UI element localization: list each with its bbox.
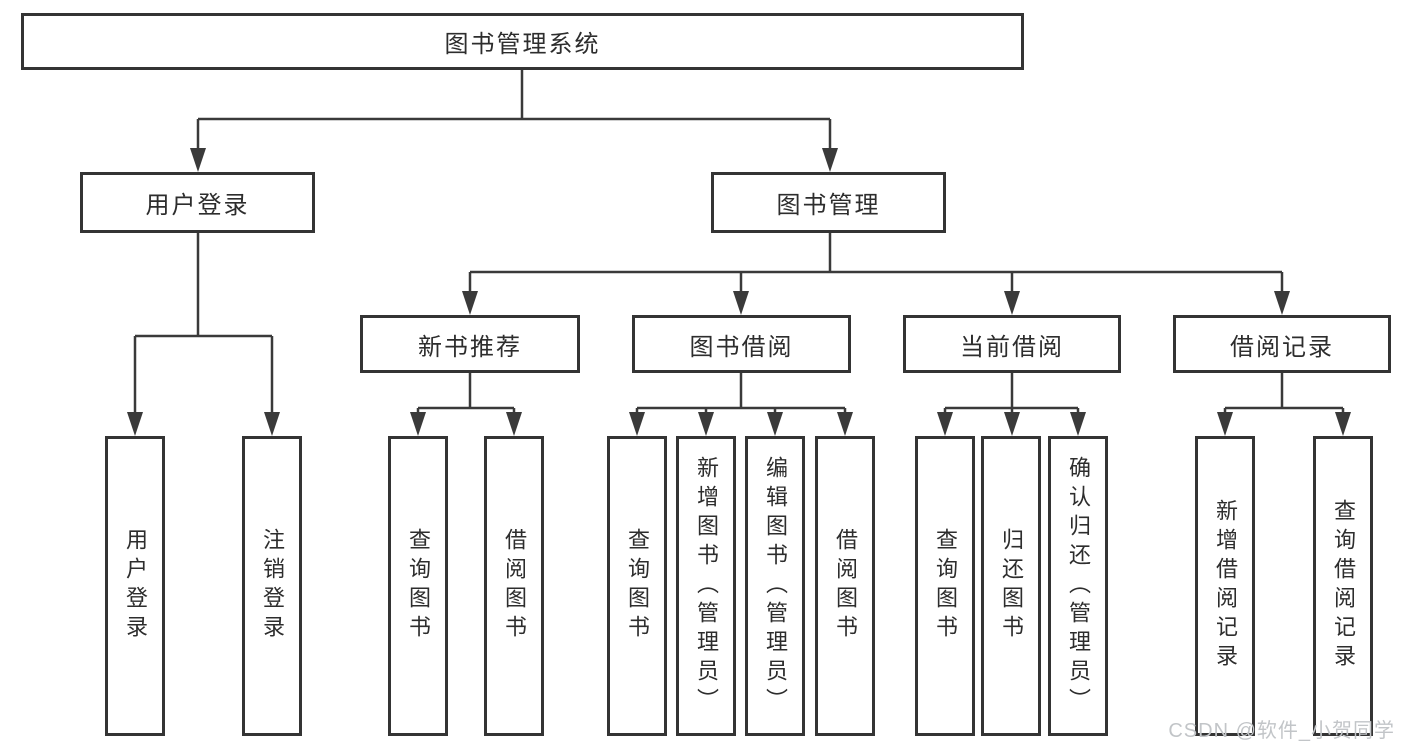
leaf-query-books-recommend-label: 查询图书 xyxy=(406,528,431,644)
leaf-edit-books-admin-label: 编辑图书（管理员） xyxy=(763,455,788,717)
leaf-query-books-recommend: 查询图书 xyxy=(388,436,448,736)
leaf-logout-login: 注销登录 xyxy=(242,436,302,736)
node-library-system: 图书管理系统 xyxy=(21,13,1024,70)
node-book-borrowing-label: 图书借阅 xyxy=(689,333,794,361)
watermark: CSDN @软件_小贺同学 xyxy=(1168,720,1395,742)
leaf-borrow-books-borrowing-label: 借阅图书 xyxy=(833,528,858,644)
leaf-edit-books-admin: 编辑图书（管理员） xyxy=(745,436,805,736)
node-user-login: 用户登录 xyxy=(80,172,315,233)
leaf-add-borrow-record: 新增借阅记录 xyxy=(1195,436,1255,736)
node-book-management-label: 图书管理 xyxy=(776,192,881,219)
node-borrow-records: 借阅记录 xyxy=(1173,315,1391,373)
tree-edges xyxy=(133,70,1345,414)
leaf-query-borrow-record: 查询借阅记录 xyxy=(1313,436,1373,736)
leaf-query-books-current-label: 查询图书 xyxy=(933,528,958,644)
node-new-book-recommend-label: 新书推荐 xyxy=(418,333,522,361)
leaf-borrow-books-recommend-label: 借阅图书 xyxy=(502,528,527,644)
leaf-confirm-return-admin-label: 确认归还（管理员） xyxy=(1066,455,1091,717)
node-book-management: 图书管理 xyxy=(711,172,946,233)
node-user-login-label: 用户登录 xyxy=(145,192,250,219)
node-current-borrowing: 当前借阅 xyxy=(903,315,1121,373)
node-new-book-recommend: 新书推荐 xyxy=(360,315,580,373)
leaf-user-login: 用户登录 xyxy=(105,436,165,736)
leaf-borrow-books-recommend: 借阅图书 xyxy=(484,436,544,736)
leaf-add-borrow-record-label: 新增借阅记录 xyxy=(1213,499,1238,673)
leaf-add-books-admin: 新增图书（管理员） xyxy=(676,436,736,736)
leaf-borrow-books-borrowing: 借阅图书 xyxy=(815,436,875,736)
leaf-add-books-admin-label: 新增图书（管理员） xyxy=(694,455,719,717)
leaf-query-books-borrowing-label: 查询图书 xyxy=(625,528,650,644)
leaf-confirm-return-admin: 确认归还（管理员） xyxy=(1048,436,1108,736)
node-library-system-label: 图书管理系统 xyxy=(444,31,601,58)
leaf-logout-login-label: 注销登录 xyxy=(260,528,285,644)
leaf-return-books-label: 归还图书 xyxy=(999,528,1024,644)
leaf-query-borrow-record-label: 查询借阅记录 xyxy=(1331,499,1356,673)
node-borrow-records-label: 借阅记录 xyxy=(1230,333,1334,361)
edge-lines xyxy=(133,70,1345,414)
arrowheads xyxy=(127,148,1351,436)
leaf-user-login-label: 用户登录 xyxy=(123,528,148,644)
leaf-return-books: 归还图书 xyxy=(981,436,1041,736)
node-book-borrowing: 图书借阅 xyxy=(632,315,851,373)
leaf-query-books-current: 查询图书 xyxy=(915,436,975,736)
node-current-borrowing-label: 当前借阅 xyxy=(960,333,1064,361)
leaf-query-books-borrowing: 查询图书 xyxy=(607,436,667,736)
